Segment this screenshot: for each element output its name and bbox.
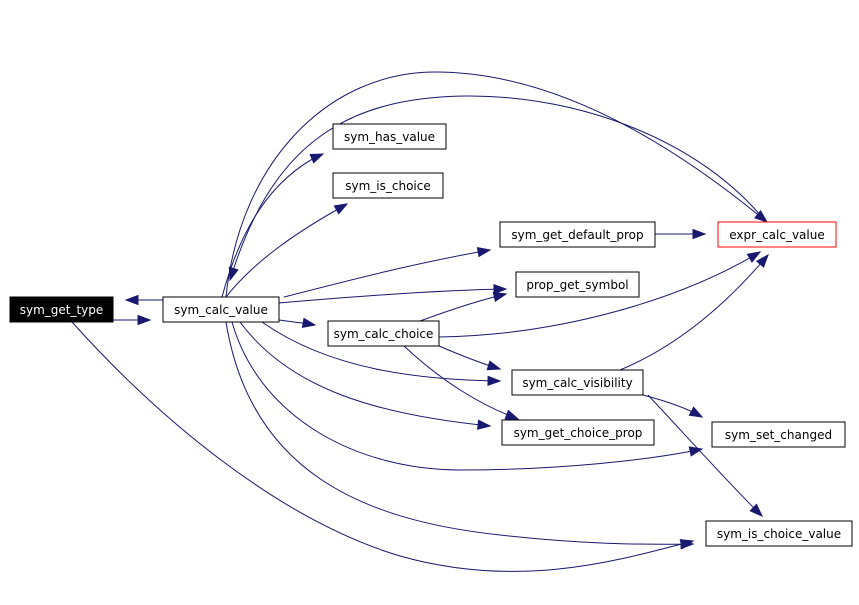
edge-line (647, 394, 763, 517)
arrow-head (486, 360, 502, 371)
node-box[interactable] (332, 172, 444, 199)
node-label: prop_get_symbol (526, 278, 628, 292)
arrow-head (504, 409, 520, 420)
edge-sym_calc_value-to-prop_get_symbol (278, 283, 508, 304)
edge-line (403, 345, 519, 420)
edge-sym_calc_visibility-to-sym_set_changed (642, 394, 704, 418)
node-sym_calc_value[interactable]: sym_calc_value (162, 296, 280, 323)
arrow-head (309, 153, 325, 164)
edge-line (231, 321, 703, 471)
edge-line (221, 153, 324, 298)
node-box[interactable] (711, 421, 846, 448)
edge-sym_calc_value-to-sym_has_value (221, 153, 325, 298)
node-box[interactable] (332, 123, 447, 150)
node-box[interactable] (499, 221, 656, 248)
edge-line (225, 321, 694, 545)
edge-expr_calc_value-to-sym_calc_value (228, 95, 767, 282)
arrow-head (487, 375, 502, 387)
arrow-head (749, 503, 764, 517)
arrow-head (746, 251, 762, 263)
edge-sym_calc_choice-to-expr_calc_value (438, 251, 762, 338)
node-box[interactable] (511, 369, 644, 396)
arrow-head (301, 317, 317, 328)
node-box[interactable] (162, 296, 280, 323)
edge-line (225, 203, 348, 298)
node-label: sym_get_default_prop (511, 228, 643, 242)
arrow-head (755, 253, 769, 268)
node-sym_calc_choice[interactable]: sym_calc_choice (327, 320, 440, 347)
node-label: sym_calc_visibility (522, 376, 632, 390)
edge-line (278, 288, 507, 304)
node-label: sym_calc_value (174, 303, 268, 317)
node-prop_get_symbol[interactable]: prop_get_symbol (515, 271, 640, 298)
arrow-head (228, 266, 239, 282)
edge-line (225, 71, 768, 298)
node-label: sym_is_choice (345, 179, 431, 193)
edge-sym_get_default_prop-to-expr_calc_value (655, 228, 707, 240)
arrow-head (476, 246, 492, 258)
node-label: sym_get_type (20, 303, 104, 317)
arrow-head (333, 203, 349, 215)
node-box[interactable] (515, 271, 640, 298)
node-label: sym_is_choice_value (717, 527, 841, 541)
arrow-head (688, 406, 704, 418)
edge-sym_calc_value-to-sym_is_choice (225, 203, 349, 298)
node-sym_get_type[interactable]: sym_get_type (9, 296, 114, 323)
edge-sym_calc_value-to-sym_calc_choice (278, 317, 317, 328)
node-sym_calc_visibility[interactable]: sym_calc_visibility (511, 369, 644, 396)
edge-sym_calc_value-to-sym_get_choice_prop (239, 321, 492, 430)
edge-sym_calc_visibility-to-sym_is_choice_value (647, 394, 764, 517)
edge-sym_calc_choice-to-sym_calc_visibility (438, 345, 502, 371)
node-sym_set_changed[interactable]: sym_set_changed (711, 421, 846, 448)
node-box[interactable] (705, 520, 853, 547)
node-label: sym_get_choice_prop (514, 426, 643, 440)
node-expr_calc_value[interactable]: expr_calc_value (717, 221, 837, 248)
edge-line (419, 293, 507, 322)
node-label: sym_calc_choice (334, 327, 434, 341)
node-label: sym_set_changed (725, 428, 832, 442)
node-sym_is_choice_value[interactable]: sym_is_choice_value (705, 520, 853, 547)
edge-line (239, 321, 491, 427)
edge-line (283, 249, 491, 298)
edge-sym_calc_choice-to-sym_get_choice_prop (403, 345, 520, 420)
edge-line (261, 321, 501, 382)
edge-sym_calc_value-to-sym_set_changed (231, 321, 704, 471)
edge-sym_calc_value-to-sym_get_default_prop (283, 246, 492, 298)
edge-sym_calc_value-to-sym_calc_visibility (261, 321, 502, 387)
node-sym_get_choice_prop[interactable]: sym_get_choice_prop (501, 419, 655, 446)
arrow-head (493, 283, 508, 295)
arrow-head (477, 419, 492, 430)
edge-sym_calc_value-to-expr_calc_value (225, 71, 769, 298)
arrow-head (680, 538, 695, 550)
arrow-head (137, 314, 152, 326)
arrow-head (492, 291, 508, 302)
arrow-head (692, 228, 707, 240)
node-box[interactable] (501, 419, 655, 446)
edge-line (438, 251, 761, 338)
edge-sym_calc_visibility-to-expr_calc_value (619, 253, 769, 371)
node-box[interactable] (9, 296, 114, 323)
edges-layer (71, 71, 769, 572)
node-sym_is_choice[interactable]: sym_is_choice (332, 172, 444, 199)
edge-sym_calc_value-to-sym_is_choice_value (225, 321, 695, 550)
edge-line (229, 95, 767, 281)
edge-line (619, 254, 769, 371)
node-sym_get_default_prop[interactable]: sym_get_default_prop (499, 221, 656, 248)
node-box[interactable] (327, 320, 440, 347)
edge-line (71, 321, 694, 572)
node-box[interactable] (717, 221, 837, 248)
edge-sym_calc_choice-to-prop_get_symbol (419, 291, 508, 322)
node-label: sym_has_value (344, 130, 435, 144)
nodes-layer: sym_get_type sym_calc_value sym_has_values… (9, 123, 853, 547)
node-label: expr_calc_value (729, 228, 824, 242)
edge-sym_calc_value-to-sym_get_type (124, 294, 163, 306)
edge-sym_get_type-to-sym_is_choice_value (71, 321, 695, 572)
arrow-head (124, 294, 139, 306)
edge-sym_get_type-to-sym_calc_value (113, 314, 152, 326)
node-sym_has_value[interactable]: sym_has_value (332, 123, 447, 150)
